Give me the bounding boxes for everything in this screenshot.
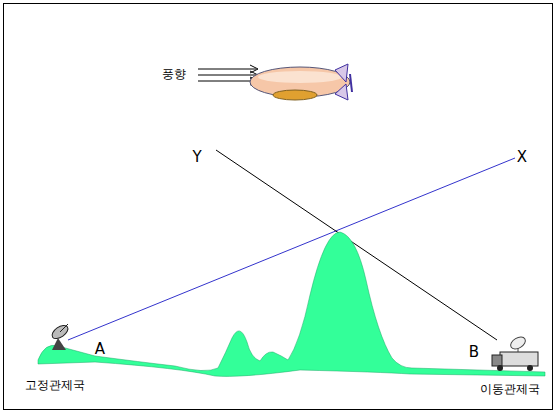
point-name: A (95, 341, 105, 358)
dish-antenna (50, 323, 70, 350)
wind-label: 풍향 (162, 68, 186, 81)
line-name: X (517, 149, 527, 166)
line-x (68, 158, 515, 340)
line-name: Y (192, 149, 201, 166)
station-label: 이동관제국 (480, 383, 540, 396)
frame (4, 4, 553, 410)
terrain (38, 232, 545, 376)
truck-station (492, 335, 538, 371)
station-label: 고정관제국 (25, 379, 85, 392)
point-name: B (469, 344, 479, 361)
wind-arrows (198, 65, 258, 85)
airship (250, 64, 352, 100)
